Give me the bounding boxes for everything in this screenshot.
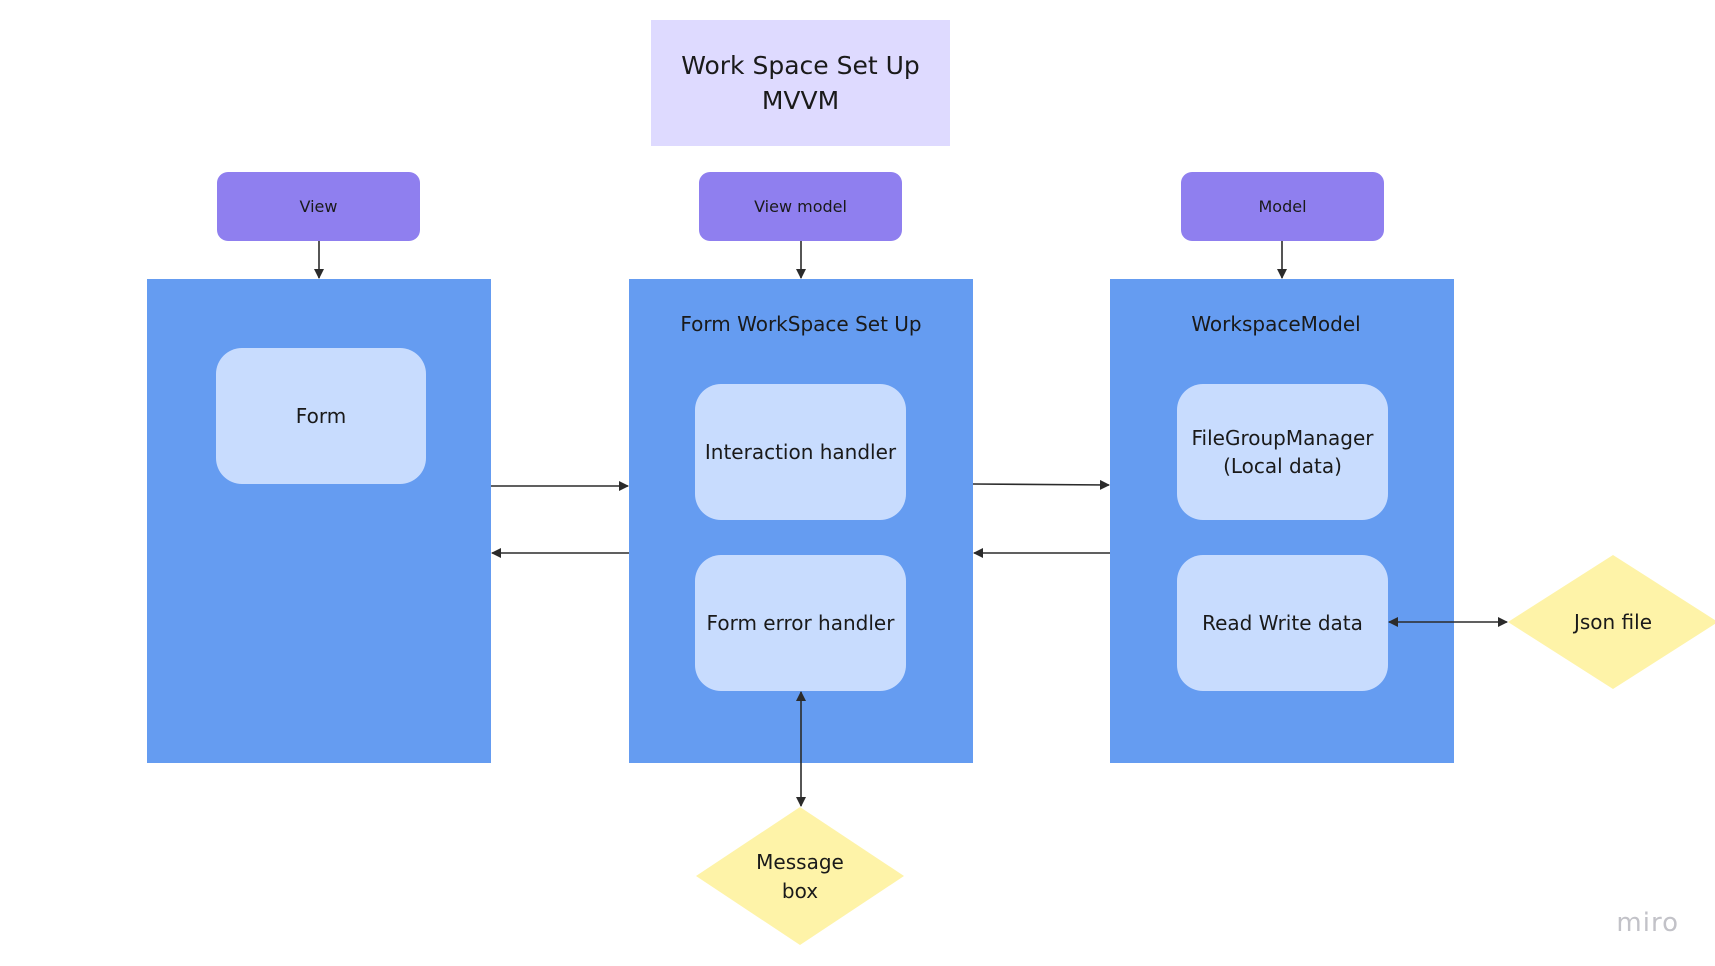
card-file-group-manager-line-1: FileGroupManager <box>1191 426 1374 450</box>
card-file-group-manager-line-2: (Local data) <box>1223 454 1342 478</box>
card-read-write-data[interactable]: Read Write data <box>1177 555 1388 691</box>
card-form-error-handler-label: Form error handler <box>706 611 895 635</box>
card-form-error-handler[interactable]: Form error handler <box>695 555 906 691</box>
panel-model-title: WorkspaceModel <box>1191 312 1361 336</box>
message-box-label: Message box <box>720 842 880 912</box>
diagram-title[interactable]: Work Space Set Up MVVM <box>651 20 950 146</box>
message-box-line-1: Message <box>756 850 844 874</box>
tag-view-label: View <box>299 197 338 216</box>
miro-watermark: miro <box>1616 908 1679 938</box>
json-file-label: Json file <box>1533 602 1693 642</box>
json-file-diamond[interactable] <box>1508 555 1715 689</box>
card-interaction-handler[interactable]: Interaction handler <box>695 384 906 520</box>
card-interaction-handler-label: Interaction handler <box>704 440 897 464</box>
message-box-diamond[interactable] <box>696 807 904 945</box>
card-form-label: Form <box>295 404 347 428</box>
card-form[interactable]: Form <box>216 348 426 484</box>
tag-model[interactable]: Model <box>1181 172 1384 241</box>
tag-model-label: Model <box>1258 197 1307 216</box>
title-line-2: MVVM <box>761 86 840 115</box>
tag-view-model-label: View model <box>754 197 847 216</box>
message-box-line-2: box <box>781 879 819 903</box>
arrow-view-model-to-model <box>972 479 1110 490</box>
title-line-1: Work Space Set Up <box>681 51 920 80</box>
card-file-group-manager[interactable]: FileGroupManager (Local data) <box>1177 384 1388 520</box>
tag-view[interactable]: View <box>217 172 420 241</box>
tag-view-model[interactable]: View model <box>699 172 902 241</box>
panel-view-model-title: Form WorkSpace Set Up <box>680 312 922 336</box>
json-file-text: Json file <box>1573 609 1653 634</box>
card-read-write-data-label: Read Write data <box>1202 611 1363 635</box>
